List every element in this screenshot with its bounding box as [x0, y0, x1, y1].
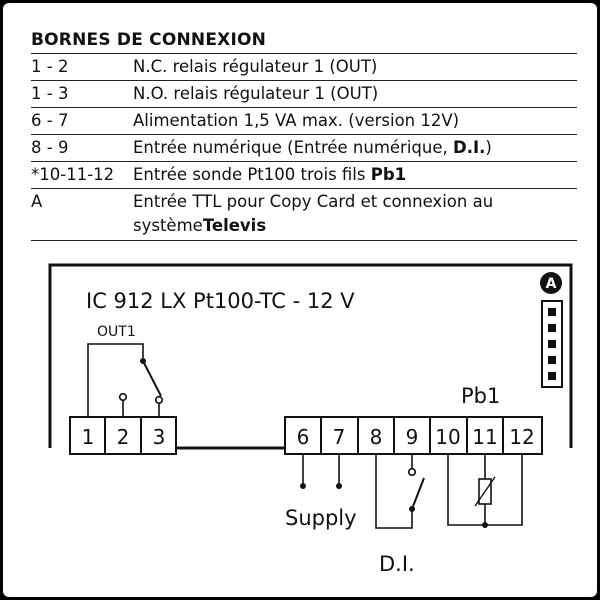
pt100-variable-arrow: [474, 476, 496, 507]
relay-no-contact: [154, 395, 164, 405]
terminal-label: 1: [82, 425, 95, 449]
controller-housing: [48, 263, 573, 450]
row-terminals: A: [31, 192, 43, 211]
supply-terminal-dot: [300, 483, 306, 489]
connector-a-pin: [548, 340, 556, 348]
table-row: A Entrée TTL pour Copy Card et connexion…: [31, 189, 577, 241]
connector-a-pin: [548, 356, 556, 364]
relay-label: OUT1: [97, 324, 136, 340]
relay-contact: [142, 360, 162, 397]
row-text: Entrée numérique (Entrée numérique,: [133, 138, 453, 157]
row-description: N.C. relais régulateur 1 (OUT): [133, 57, 378, 76]
row-terminals: *10-11-12: [31, 165, 115, 184]
row-terminals: 1 - 2: [31, 57, 69, 76]
connector-a-pin: [548, 372, 556, 380]
probe-junction: [482, 522, 488, 528]
table-row: 8 - 9 Entrée numérique (Entrée numérique…: [31, 135, 577, 162]
terminal-block-left: 1 2 3: [69, 416, 177, 455]
terminal-block-frame: [284, 416, 543, 455]
row-description: Alimentation 1,5 VA max. (version 12V): [133, 111, 460, 130]
row-text-bold: Televis: [202, 216, 267, 235]
digital-input-wiring: D.I.: [375, 454, 425, 576]
row-text-bold: D.I.: [453, 138, 486, 157]
di-label: D.I.: [379, 552, 415, 576]
supply-terminal-dot: [336, 483, 342, 489]
connector-a-pin: [548, 308, 556, 316]
model-label: IC 912 LX Pt100-TC - 12 V: [86, 289, 355, 313]
relay-common-wire: [87, 343, 144, 417]
di-switch-blade: [411, 477, 425, 510]
row-text-bold: Pb1: [370, 165, 407, 184]
terminal-label: 9: [406, 425, 419, 449]
row-terminals: 1 - 3: [31, 84, 69, 103]
frame: BORNES DE CONNEXION 1 - 2 N.C. relais ré…: [3, 3, 597, 597]
row-terminals: 8 - 9: [31, 138, 69, 157]
row-text-line1: Entrée TTL pour Copy Card et connexion a…: [133, 192, 494, 211]
connector-a-label: A: [546, 276, 557, 292]
connector-a: A: [540, 272, 563, 388]
connection-table: BORNES DE CONNEXION 1 - 2 N.C. relais ré…: [31, 27, 577, 241]
terminal-label: 10: [435, 425, 460, 449]
connector-a-body: [541, 300, 563, 388]
row-description: Entrée TTL pour Copy Card et connexion a…: [133, 190, 577, 240]
terminal-label: 7: [333, 425, 346, 449]
terminal-label: 3: [153, 425, 166, 449]
terminal-label: 12: [509, 425, 534, 449]
di-wire: [375, 454, 413, 529]
row-description: N.O. relais régulateur 1 (OUT): [133, 84, 379, 103]
row-description: Entrée sonde Pt100 trois fils Pb1: [133, 162, 577, 188]
probe-label: Pb1: [461, 384, 500, 408]
row-text: système: [133, 216, 203, 235]
relay-nc-contact: [118, 392, 128, 402]
table-row: 1 - 3 N.O. relais régulateur 1 (OUT): [31, 81, 577, 108]
relay-out1: OUT1: [87, 324, 164, 417]
terminal-label: 2: [117, 425, 130, 449]
table-row: 1 - 2 N.C. relais régulateur 1 (OUT): [31, 54, 577, 81]
terminal-label: 6: [297, 425, 310, 449]
probe-wiring: [447, 454, 523, 528]
terminal-block-frame: [69, 416, 177, 455]
row-description: Entrée numérique (Entrée numérique, D.I.…: [133, 135, 577, 161]
connector-a-pin: [548, 324, 556, 332]
row-text: Entrée sonde Pt100 trois fils: [133, 165, 371, 184]
supply-label: Supply: [285, 506, 357, 530]
row-text-end: ): [485, 138, 492, 157]
table-row: 6 - 7 Alimentation 1,5 VA max. (version …: [31, 108, 577, 135]
row-terminals: 6 - 7: [31, 111, 69, 130]
connector-a-badge: [540, 272, 562, 294]
wiring-diagram: IC 912 LX Pt100-TC - 12 V A OUT1: [48, 263, 573, 576]
terminal-block-right: 6 7 8 9 10 11 12: [284, 416, 543, 455]
table-row: *10-11-12 Entrée sonde Pt100 trois fils …: [31, 162, 577, 189]
terminal-label: 8: [370, 425, 383, 449]
table-title: BORNES DE CONNEXION: [31, 27, 577, 54]
di-contact: [407, 467, 417, 477]
supply-wiring: Supply: [285, 454, 357, 530]
terminal-label: 11: [472, 425, 497, 449]
